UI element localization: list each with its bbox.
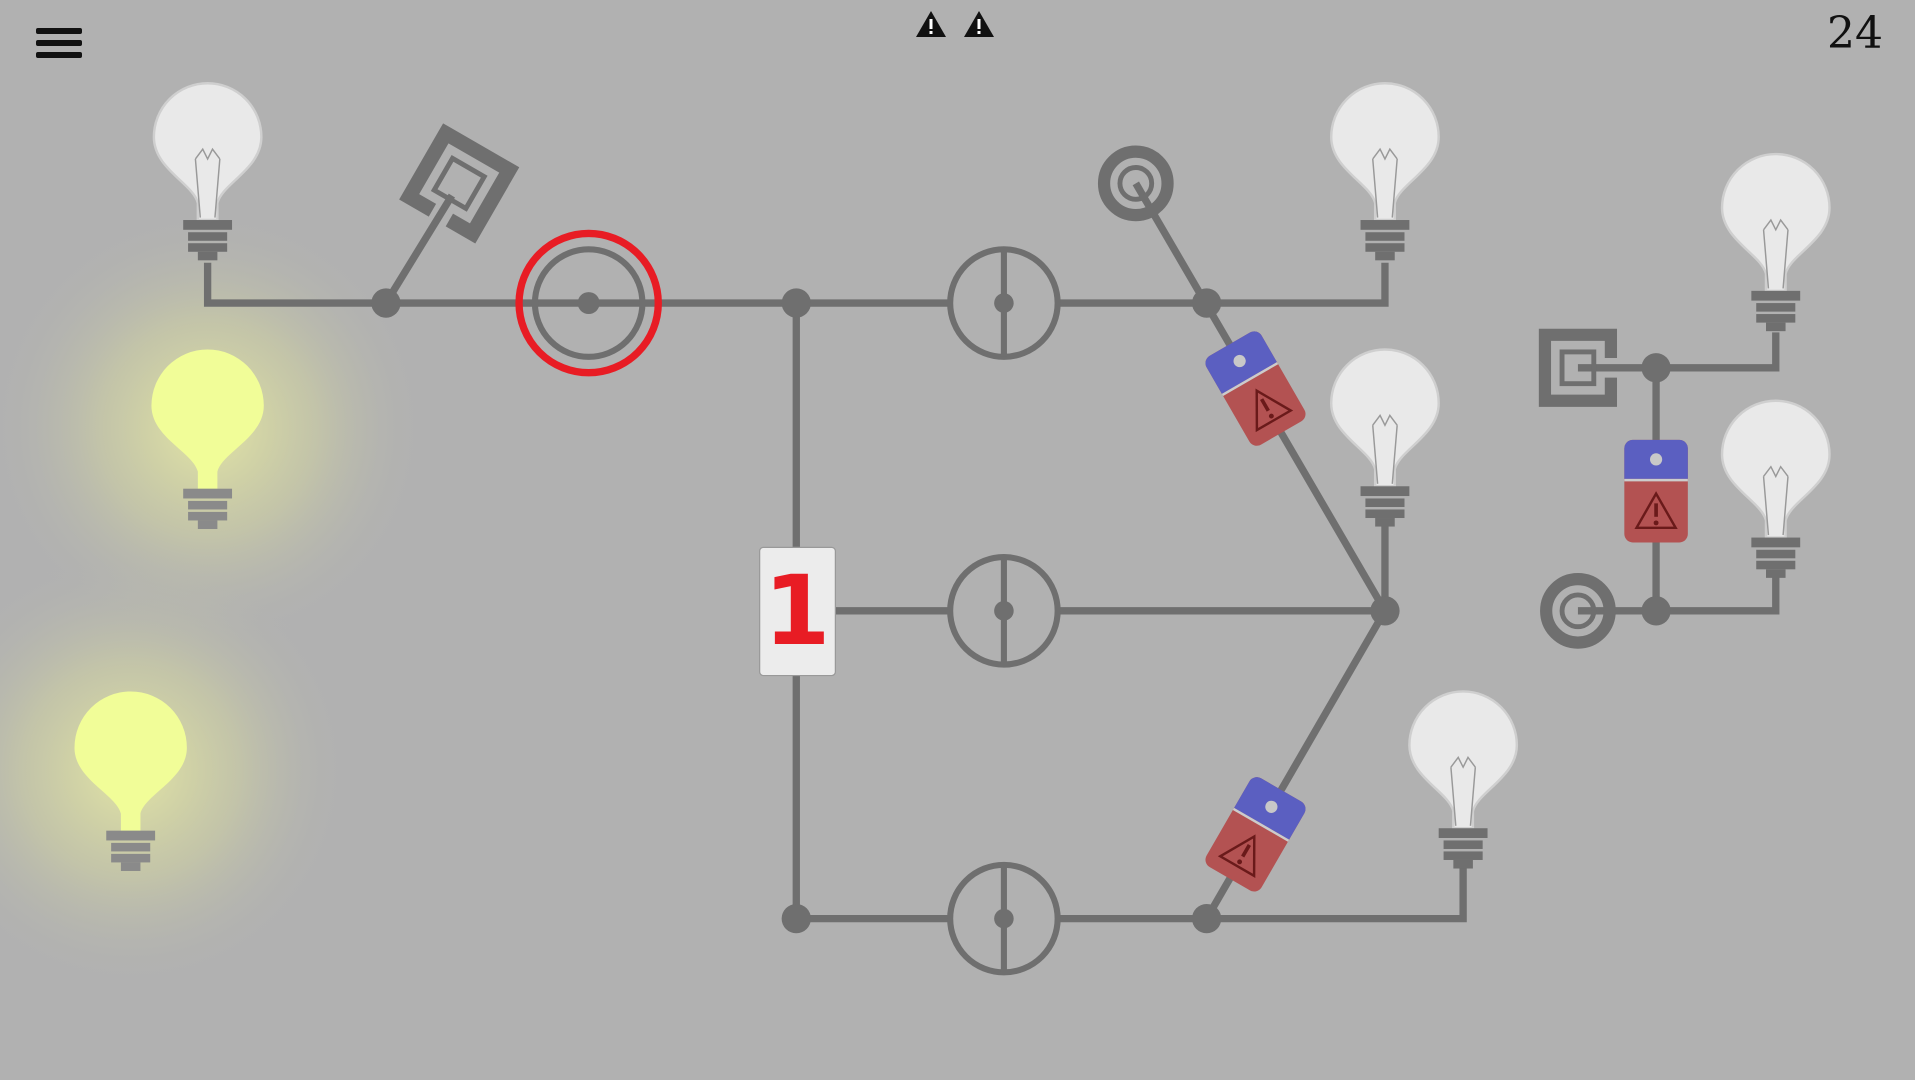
level-number: 24 [1827, 8, 1883, 59]
switch-counter-box[interactable] [759, 546, 836, 677]
bulb-unlit [1329, 348, 1440, 528]
rotary-switch[interactable] [947, 861, 1061, 976]
square-terminal[interactable] [399, 123, 520, 244]
warning-triangle-icon [916, 11, 946, 37]
bulb-unlit [1329, 82, 1440, 262]
battery[interactable] [1200, 326, 1311, 451]
rotary-switch-selected[interactable] [515, 229, 662, 377]
ring-terminal[interactable] [1540, 572, 1616, 649]
hamburger-menu-button[interactable] [36, 28, 82, 62]
battery[interactable] [1622, 438, 1690, 545]
warnings [915, 10, 995, 38]
battery[interactable] [1200, 772, 1311, 897]
warning-triangle-icon [964, 11, 994, 37]
bulb-unlit [1408, 690, 1519, 870]
bulb-unlit [1720, 152, 1831, 333]
junction-nodes [371, 288, 1671, 934]
rotary-switch[interactable] [947, 554, 1061, 668]
ring-terminal[interactable] [1097, 145, 1174, 222]
rotary-switch[interactable] [947, 246, 1061, 360]
square-terminal[interactable] [1538, 328, 1618, 407]
bulb-unlit [1720, 399, 1831, 580]
